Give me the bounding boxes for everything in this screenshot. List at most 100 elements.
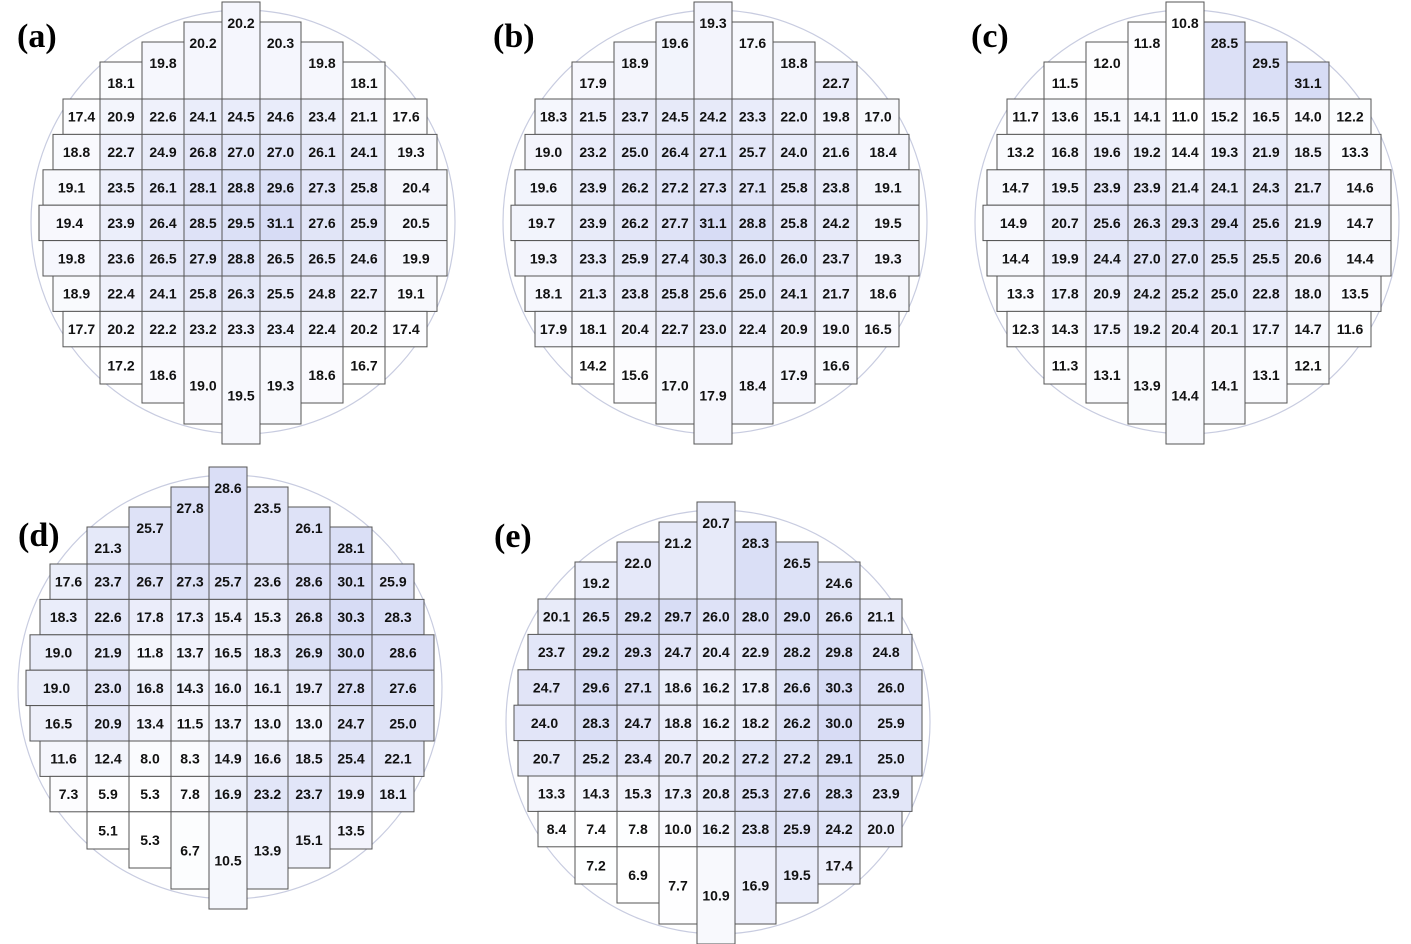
cell-value: 17.7 (1252, 321, 1279, 337)
wafer-cell: 24.2 (1127, 275, 1167, 312)
cell-value: 11.6 (1337, 321, 1364, 337)
cell-value: 24.8 (308, 286, 335, 302)
wafer-cell: 22.0 (616, 541, 660, 600)
wafer-cell: 14.4 (1165, 346, 1205, 445)
wafer-cell: 15.3 (616, 775, 660, 812)
cell-value: 15.1 (295, 832, 322, 848)
cell-value: 28.0 (742, 609, 769, 625)
wafer-cell: 27.2 (775, 740, 819, 777)
wafer-cell: 20.9 (772, 310, 816, 348)
wafer-cell: 17.8 (1043, 275, 1087, 312)
cell-value: 21.9 (1252, 144, 1279, 160)
wafer-cell: 6.7 (170, 811, 210, 890)
wafer-cell: 22.4 (99, 275, 143, 312)
wafer-cell: 13.5 (329, 811, 373, 850)
wafer-cell: 19.8 (300, 41, 344, 100)
wafer-cell: 29.2 (616, 598, 660, 635)
cell-value: 23.6 (107, 250, 134, 266)
cell-value: 25.0 (877, 750, 904, 766)
cell-value: 12.3 (1012, 321, 1039, 337)
wafer-cell: 20.4 (1165, 310, 1205, 348)
cell-value: 19.6 (661, 35, 688, 51)
wafer-cell: 10.0 (658, 810, 698, 848)
wafer-cell: 21.9 (86, 634, 130, 671)
cell-value: 21.6 (822, 144, 849, 160)
cell-value: 21.9 (1294, 215, 1321, 231)
cell-value: 26.5 (308, 250, 335, 266)
wafer-cell: 20.8 (696, 775, 736, 812)
cell-value: 17.6 (739, 35, 766, 51)
wafer-cell: 15.3 (246, 598, 289, 636)
cell-value: 22.6 (149, 109, 176, 125)
cell-value: 26.7 (136, 574, 163, 590)
cell-value: 13.1 (1093, 367, 1120, 383)
cell-value: 23.3 (739, 109, 766, 125)
wafer-cell: 27.1 (693, 133, 733, 171)
cell-value: 18.6 (664, 680, 691, 696)
cell-value: 14.4 (1171, 144, 1198, 160)
cell-value: 13.6 (1051, 109, 1078, 125)
wafer-cell: 20.7 (517, 740, 576, 777)
cell-value: 14.0 (1294, 109, 1321, 125)
cell-value: 13.0 (295, 715, 322, 731)
cell-value: 16.9 (214, 786, 241, 802)
wafer-cell: 22.9 (734, 633, 777, 671)
cell-value: 17.4 (68, 109, 95, 125)
cell-value: 24.1 (780, 286, 807, 302)
cell-value: 26.4 (149, 215, 176, 231)
cell-value: 18.9 (63, 286, 90, 302)
cell-value: 25.8 (780, 215, 807, 231)
wafer-cell: 20.7 (1043, 204, 1087, 242)
cell-value: 23.4 (267, 321, 294, 337)
wafer-cell: 8.3 (170, 740, 210, 777)
wafer-cell: 13.6 (1043, 98, 1087, 135)
cell-value: 29.7 (664, 609, 691, 625)
cell-value: 19.0 (189, 377, 216, 393)
cell-value: 22.9 (742, 644, 769, 660)
cell-value: 25.2 (582, 750, 609, 766)
cell-value: 20.2 (227, 15, 254, 31)
wafer-cell: 30.0 (817, 704, 861, 742)
wafer-cell: 13.7 (170, 634, 210, 671)
wafer-cell: 5.3 (128, 811, 172, 869)
cell-value: 16.2 (702, 715, 729, 731)
wafer-cell: 25.7 (128, 506, 172, 565)
wafer-cell: 19.3 (259, 346, 302, 425)
cell-value: 21.2 (664, 535, 691, 551)
cell-value: 5.1 (98, 822, 118, 838)
cell-value: 11.7 (1012, 109, 1039, 125)
wafer-cell: 27.2 (655, 169, 695, 206)
cell-value: 25.4 (337, 751, 364, 767)
cell-value: 23.5 (254, 500, 281, 516)
wafer-cell: 7.8 (616, 810, 660, 848)
wafer-cell: 22.7 (99, 133, 143, 171)
cell-value: 23.7 (621, 109, 648, 125)
wafer-cell: 15.2 (1203, 98, 1246, 135)
cell-value: 26.5 (582, 609, 609, 625)
wafer-cell: 6.9 (616, 846, 660, 904)
wafer-cell: 25.0 (613, 133, 657, 171)
cell-value: 17.2 (107, 357, 134, 373)
wafer-cell: 24.2 (817, 810, 861, 848)
wafer-cell: 14.4 (1328, 240, 1392, 277)
wafer-cell: 7.4 (574, 810, 618, 848)
wafer-cell: 23.9 (859, 775, 913, 812)
cell-value: 26.3 (227, 286, 254, 302)
wafer-cell: 14.9 (208, 740, 248, 777)
cell-value: 27.8 (176, 500, 203, 516)
wafer-cell: 16.9 (208, 775, 248, 813)
wafer-cell: 13.5 (1328, 275, 1382, 312)
cell-value: 26.5 (783, 555, 810, 571)
wafer-cell: 14.7 (986, 169, 1045, 206)
wafer-cell: 25.8 (655, 275, 695, 312)
cell-value: 14.3 (176, 680, 203, 696)
cell-value: 26.3 (1133, 215, 1160, 231)
wafer-cell: 18.4 (856, 133, 910, 171)
cell-value: 21.4 (1171, 180, 1198, 196)
cell-value: 11.5 (177, 715, 204, 731)
cell-value: 20.2 (702, 750, 729, 766)
cell-value: 18.4 (739, 377, 766, 393)
wafer-cell: 27.3 (300, 169, 344, 206)
cell-value: 16.6 (254, 751, 281, 767)
